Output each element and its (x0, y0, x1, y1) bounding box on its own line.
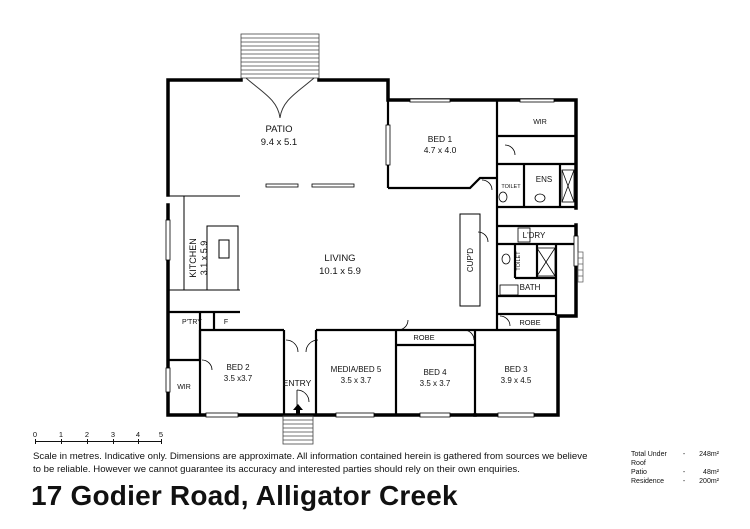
bath-name: BATH (520, 283, 541, 292)
scale-tick (138, 439, 139, 444)
pantry-name: P'TRY (182, 319, 202, 326)
floor-plan: PATIO 9.4 x 5.1 BED 1 4.7 x 4.0 WIR ENS … (165, 33, 584, 445)
robe4-name: ROBE (413, 333, 434, 342)
bed1-dims: 4.7 x 4.0 (424, 145, 457, 155)
living-name: LIVING (324, 253, 355, 264)
entry-arrow-icon (293, 404, 303, 415)
area-row: Patio - 48m² (631, 468, 719, 477)
interior-walls (168, 100, 576, 415)
area-value: 200m² (699, 478, 719, 485)
kitchen-dims: 3.1 x 5.9 (199, 241, 209, 276)
scale-tick-label: 2 (84, 430, 90, 439)
windows (165, 98, 579, 418)
toilet2-name: TOILET (516, 251, 522, 271)
scale-tick (113, 439, 114, 444)
area-dash: - (682, 478, 686, 485)
cupd-name: CUP'D (466, 248, 475, 272)
bathroom-fixtures (498, 169, 575, 296)
entry-name: ENTRY (283, 378, 312, 388)
area-name: Residence (631, 478, 665, 485)
area-row: Residence - 200m² (631, 477, 719, 486)
bed3-name: BED 3 (504, 365, 528, 374)
area-dash: - (682, 469, 686, 476)
patio-name: PATIO (265, 124, 292, 135)
scale-tick (161, 439, 162, 444)
bed4-dims: 3.5 x 3.7 (420, 379, 451, 388)
scale-tick (35, 439, 36, 444)
scale-tick-label: 0 (32, 430, 38, 439)
property-address: 17 Godier Road, Alligator Creek (31, 480, 458, 511)
laundry-name: L'DRY (523, 231, 546, 240)
patio-dims: 9.4 x 5.1 (261, 137, 297, 148)
scale-tick-label: 4 (135, 430, 141, 439)
scale-bar: 0 1 2 3 4 5 (32, 430, 167, 444)
bed3-dims: 3.9 x 4.5 (501, 376, 532, 385)
living-dims: 10.1 x 5.9 (319, 266, 361, 277)
scale-line (35, 441, 161, 442)
kitchen-name: KITCHEN (188, 238, 198, 278)
bed2-name: BED 2 (226, 363, 250, 372)
robe3-name: ROBE (519, 318, 540, 327)
scale-tick-label: 3 (110, 430, 116, 439)
cupboard-unit (459, 213, 481, 307)
doors (201, 144, 516, 414)
disclaimer-text: Scale in metres. Indicative only. Dimens… (33, 451, 588, 475)
bed2-dims: 3.5 x3.7 (224, 374, 253, 383)
area-dash: - (682, 451, 686, 458)
room-labels: PATIO 9.4 x 5.1 BED 1 4.7 x 4.0 WIR ENS … (177, 119, 552, 391)
media-name: MEDIA/BED 5 (331, 365, 382, 374)
kitchen-benches (168, 195, 240, 291)
bed4-name: BED 4 (423, 368, 447, 377)
bed1-name: BED 1 (428, 134, 453, 144)
steps-patio (240, 33, 320, 79)
entry-steps (282, 415, 314, 445)
scale-tick (61, 439, 62, 444)
area-value: 48m² (703, 469, 719, 476)
scale-tick-label: 5 (158, 430, 164, 439)
wir1-name: WIR (533, 119, 547, 126)
area-name: Patio (631, 469, 647, 476)
ens-name: ENS (536, 175, 552, 184)
area-row: Total Under Roof - 248m² (631, 450, 719, 468)
patio-arch (245, 77, 315, 119)
toilet1-name: TOILET (501, 184, 521, 190)
area-value: 248m² (699, 451, 719, 458)
area-name: Total Under Roof (631, 451, 667, 467)
media-dims: 3.5 x 3.7 (341, 376, 372, 385)
scale-tick (87, 439, 88, 444)
wir2-name: WIR (177, 384, 191, 391)
fridge-name: F (224, 319, 228, 326)
scale-tick-label: 1 (58, 430, 64, 439)
area-summary: Total Under Roof - 248m² Patio - 48m² Re… (631, 450, 719, 486)
deck-steps (577, 251, 584, 283)
